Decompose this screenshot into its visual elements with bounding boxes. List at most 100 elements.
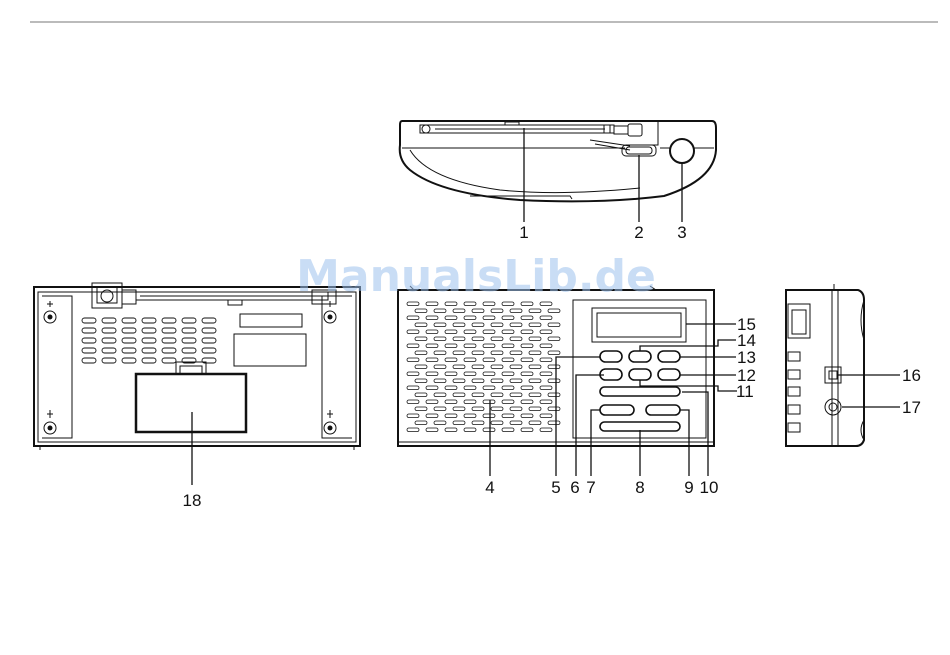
- grille-slot: [548, 309, 560, 313]
- side-slots: [788, 352, 800, 432]
- grille-slot: [434, 309, 446, 313]
- grille-slot: [453, 323, 465, 327]
- grille-slot: [491, 407, 503, 411]
- grille-slot: [407, 372, 419, 376]
- vent-slot: [82, 348, 96, 353]
- grille-slot: [434, 421, 446, 425]
- grille-slot: [472, 365, 484, 369]
- grille-slot: [483, 330, 495, 334]
- grille-slot: [472, 309, 484, 313]
- grille-slot: [491, 421, 503, 425]
- grille-slot: [407, 358, 419, 362]
- grille-slot: [464, 414, 476, 418]
- preset-button: [658, 351, 680, 362]
- vent-slot: [142, 318, 156, 323]
- callout-10: 10: [700, 478, 719, 497]
- grille-slot: [415, 379, 427, 383]
- grille-slot: [445, 302, 457, 306]
- vent-slot: [82, 318, 96, 323]
- grille-slot: [521, 302, 533, 306]
- grille-slot: [510, 351, 522, 355]
- grille-slot: [445, 414, 457, 418]
- vent-slot: [142, 328, 156, 333]
- grille-slot: [540, 400, 552, 404]
- watermark: ManualsLib.de: [296, 251, 656, 302]
- vent-slot: [82, 358, 96, 363]
- callout-9: 9: [684, 478, 693, 497]
- grille-slot: [491, 309, 503, 313]
- grille-slot: [472, 323, 484, 327]
- grille-slot: [434, 351, 446, 355]
- control-buttons: [600, 351, 680, 431]
- grille-slot: [426, 358, 438, 362]
- grille-slot: [464, 386, 476, 390]
- grille-slot: [529, 379, 541, 383]
- vent-slot: [182, 328, 196, 333]
- grille-slot: [426, 316, 438, 320]
- grille-slot: [483, 358, 495, 362]
- grille-slot: [510, 393, 522, 397]
- top-view: [400, 121, 716, 201]
- grille-slot: [521, 330, 533, 334]
- grille-slot: [502, 372, 514, 376]
- grille-slot: [453, 351, 465, 355]
- grille-slot: [540, 344, 552, 348]
- grille-slot: [464, 400, 476, 404]
- callout-18: 18: [183, 491, 202, 510]
- vent-slot: [142, 348, 156, 353]
- power-bar-button: [600, 422, 680, 431]
- grille-slot: [472, 407, 484, 411]
- grille-slot: [464, 428, 476, 432]
- headphone-jack: [825, 399, 841, 415]
- grille-slot: [491, 337, 503, 341]
- grille-slot: [472, 351, 484, 355]
- callout-15: 15: [737, 315, 756, 334]
- vent-slot: [202, 348, 216, 353]
- grille-slot: [426, 344, 438, 348]
- vent-slot: [82, 338, 96, 343]
- grille-slot: [510, 407, 522, 411]
- top-view-inner-edge: [402, 148, 714, 193]
- side-switch: [788, 304, 810, 338]
- grille-slot: [540, 302, 552, 306]
- speaker-grille: [407, 302, 560, 432]
- grille-slot: [453, 337, 465, 341]
- grille-slot: [426, 386, 438, 390]
- vent-slot: [162, 338, 176, 343]
- grille-slot: [491, 393, 503, 397]
- antenna-top: [420, 121, 658, 150]
- grille-slot: [434, 337, 446, 341]
- grille-slot: [548, 421, 560, 425]
- vent-slot: [182, 348, 196, 353]
- grille-slot: [548, 351, 560, 355]
- grille-slot: [491, 323, 503, 327]
- grille-slot: [407, 414, 419, 418]
- vent-slot: [142, 358, 156, 363]
- grille-slot: [472, 393, 484, 397]
- grille-slot: [540, 316, 552, 320]
- grille-slot: [415, 337, 427, 341]
- grille-slot: [426, 330, 438, 334]
- grille-slot: [483, 386, 495, 390]
- vent-slot: [122, 328, 136, 333]
- callout-17: 17: [902, 398, 921, 417]
- grille-slot: [445, 316, 457, 320]
- vent-slot: [162, 328, 176, 333]
- grille-slot: [548, 393, 560, 397]
- grille-slot: [472, 421, 484, 425]
- grille-slot: [521, 316, 533, 320]
- grille-slot: [529, 351, 541, 355]
- grille-slot: [407, 316, 419, 320]
- grille-slot: [510, 421, 522, 425]
- grille-slot: [491, 351, 503, 355]
- grille-slot: [548, 407, 560, 411]
- vent-slot: [182, 318, 196, 323]
- grille-slot: [502, 386, 514, 390]
- preset-button: [629, 351, 651, 362]
- grille-slot: [415, 309, 427, 313]
- band-bar-button: [600, 387, 680, 396]
- grille-slot: [407, 344, 419, 348]
- grille-slot: [434, 393, 446, 397]
